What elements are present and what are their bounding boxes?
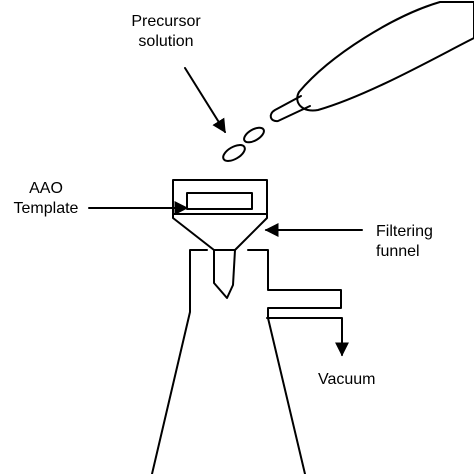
precursor-label-line2: solution (138, 33, 194, 50)
aao-label-line1: AAO (29, 180, 63, 197)
droplet-upper (243, 126, 265, 144)
flask-left-wall (151, 249, 208, 474)
funnel-cup (172, 179, 268, 215)
aao-template-label: AAO Template (6, 179, 86, 219)
flask-right-wall (247, 249, 342, 474)
aao-label-line2: Template (13, 200, 79, 217)
filtering-funnel-label: Filtering funnel (376, 222, 433, 262)
aao-template (186, 192, 253, 210)
precursor-label-line1: Precursor (131, 13, 201, 30)
dropper (269, 1, 474, 123)
filtering-funnel (172, 179, 268, 299)
droplet-lower (222, 144, 246, 162)
dropper-tip (269, 95, 311, 123)
precursor-label: Precursor solution (116, 12, 216, 52)
dropper-bulb (296, 1, 474, 112)
funnel-cone (172, 213, 268, 251)
funnel-stem (213, 249, 236, 299)
vacuum-arrow (266, 317, 349, 357)
funnel-label-line1: Filtering (376, 223, 433, 240)
precursor-arrow (184, 67, 226, 134)
funnel-label-line2: funnel (376, 243, 420, 260)
vacuum-label: Vacuum (318, 371, 376, 388)
filter-flask (151, 249, 342, 474)
